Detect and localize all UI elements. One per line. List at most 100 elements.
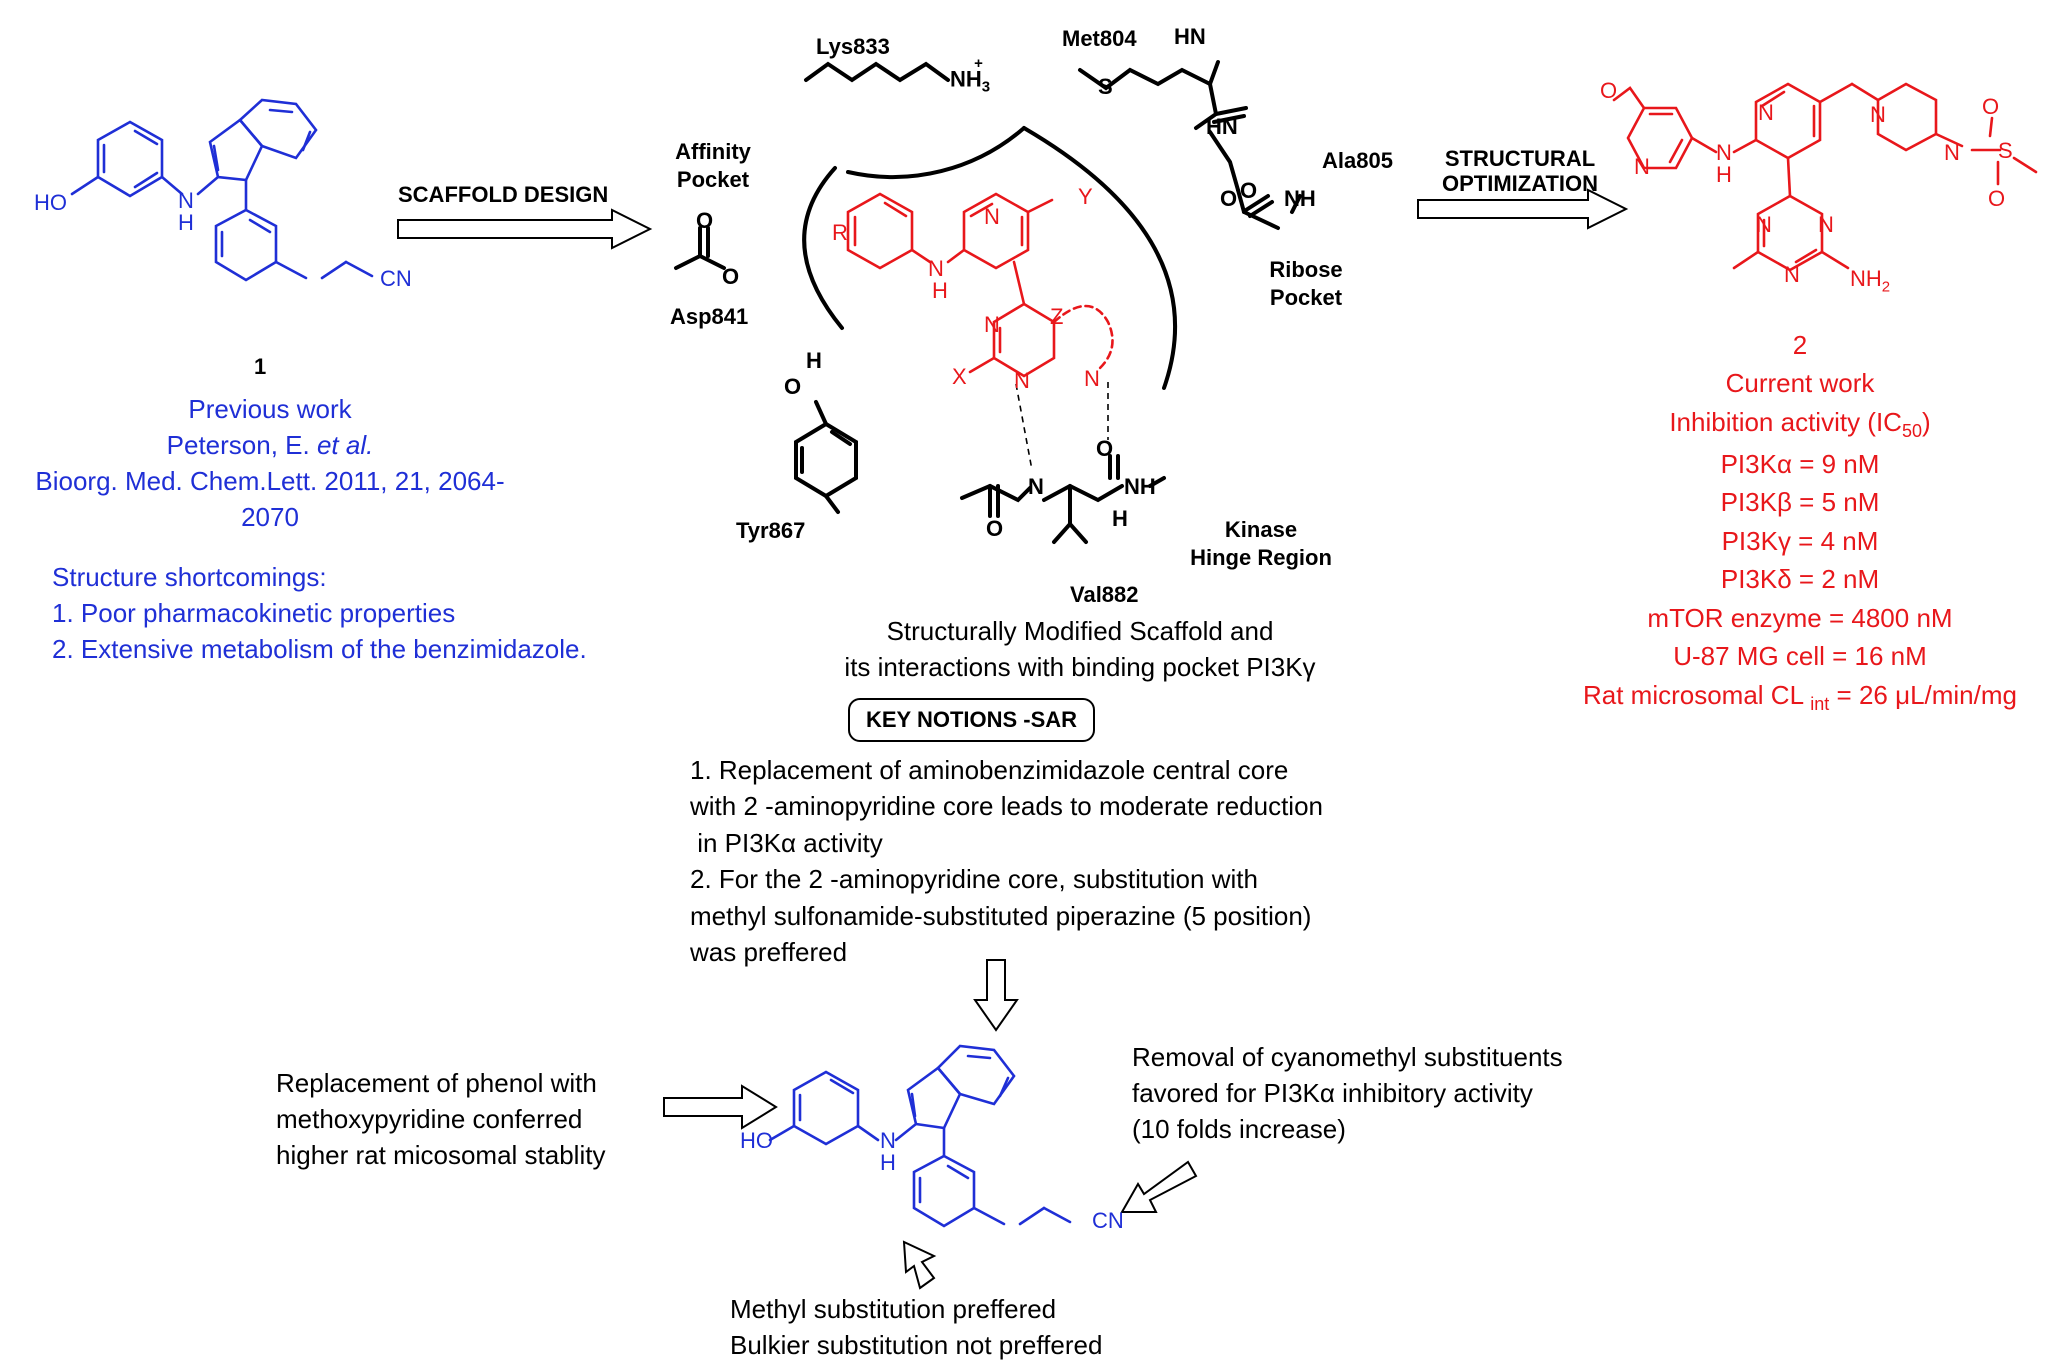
reference-journal: Bioorg. Med. Chem.Lett. 2011, 21, 2064-: [35, 466, 505, 496]
phenol-note-line: Replacement of phenol with: [276, 1068, 597, 1098]
structural-optimization-line1: STRUCTURAL: [1444, 146, 1596, 171]
bottom-ho-label: HO: [740, 1128, 773, 1153]
current-work-label: Current work: [1725, 368, 1875, 399]
activity-title-end: ): [1922, 406, 1931, 437]
compound-2-o-label: O: [1600, 78, 1618, 103]
affinity-pocket-line2: Pocket: [676, 167, 750, 193]
structural-optimization-label: STRUCTURAL OPTIMIZATION: [1420, 146, 1620, 197]
residue-val882: Val882: [1070, 582, 1139, 607]
shortcomings-block: Structure shortcomings: 1. Poor pharmaco…: [52, 560, 587, 668]
phenol-note-line: higher rat micosomal stablity: [276, 1139, 606, 1170]
compound-1-nh-label: N: [178, 188, 194, 213]
met-o-label: O: [1240, 178, 1258, 203]
activity-title-text: Inhibition activity (IC: [1669, 406, 1902, 437]
activity-title: Inhibition activity (IC50): [1540, 403, 2048, 445]
reference-pages: 2070: [241, 502, 299, 532]
cyanomethyl-note: Removal of cyanomethyl substituents favo…: [1132, 1040, 1563, 1148]
scaffold-design-arrow: [397, 208, 653, 250]
methyl-note-line: Bulkier substitution not preffered: [730, 1329, 1103, 1360]
phenol-note-line: methoxypyridine conferred: [276, 1103, 583, 1134]
binding-pocket-structure: [674, 60, 1302, 544]
ala-h-text: H: [1299, 186, 1316, 211]
scaffold-z-label: Z: [1050, 304, 1064, 329]
residue-asp841: Asp841: [670, 304, 749, 329]
phenol-note: Replacement of phenol with methoxypyridi…: [276, 1066, 605, 1174]
activity-value: PI3Kβ = 5 nM: [1720, 487, 1880, 518]
activity-value: PI3Kα = 9 nM: [1720, 448, 1880, 479]
compound-2-structure: [1612, 82, 2038, 272]
shortcoming-item: 2. Extensive metabolism of the benzimida…: [52, 633, 587, 664]
affinity-pocket-line1: Affinity: [675, 139, 751, 164]
residue-met804: Met804: [1062, 26, 1137, 51]
down-arrow: [973, 959, 1019, 1032]
methyl-note-line: Methyl substitution preffered: [730, 1294, 1057, 1324]
cyanomethyl-note-line: favored for PI3Kα inhibitory activity: [1132, 1077, 1533, 1108]
val-n2-text: N: [1124, 474, 1140, 499]
bottom-h-label: H: [880, 1150, 896, 1175]
compound-2-s-label: S: [1998, 138, 2013, 163]
compound-1-ho-label: HO: [34, 190, 67, 215]
ribose-pocket-line2: Pocket: [1269, 285, 1343, 311]
scaffold-nh-label: N: [928, 256, 944, 281]
sar-note-line: with 2 -aminopyridine core leads to mode…: [690, 791, 1324, 822]
compound-2-so2-label: O: [1988, 186, 2006, 211]
compound-2-pip-n2-label: N: [1944, 140, 1960, 165]
previous-work-label: Previous work: [188, 394, 352, 424]
activity-value: PI3Kγ = 4 nM: [1721, 525, 1879, 556]
cyanomethyl-note-arrow: [1120, 1160, 1198, 1213]
shortcomings-title: Structure shortcomings:: [52, 562, 327, 592]
reference-etal: et al.: [316, 430, 374, 460]
compound-2-pip-n1-label: N: [1870, 102, 1886, 127]
compound-1-cn-label: CN: [380, 266, 412, 291]
binding-caption: Structurally Modified Scaffold and its i…: [740, 614, 1420, 686]
reference-author: Peterson, E.: [166, 430, 310, 460]
sar-note-line: methyl sulfonamide-substituted piperazin…: [690, 900, 1312, 931]
compound-2-tri-n2-label: N: [1818, 212, 1834, 237]
scaffold-core-structure: [846, 192, 1114, 378]
activity-value: mTOR enzyme = 4800 nM: [1647, 602, 1953, 633]
binding-caption-line1: Structurally Modified Scaffold and: [886, 616, 1274, 646]
methyl-note: Methyl substitution preffered Bulkier su…: [730, 1292, 1102, 1364]
cyanomethyl-note-line: Removal of cyanomethyl substituents: [1132, 1042, 1563, 1072]
sar-note-line: 1. Replacement of aminobenzimidazole cen…: [690, 755, 1289, 785]
scaffold-pyridine-n-label: N: [984, 204, 1000, 229]
scaffold-r-label: R: [832, 220, 848, 245]
sar-note-line: in PI3Kα activity: [690, 827, 883, 858]
clearance-value: Rat microsomal CL int = 26 μL/min/mg: [1540, 676, 2048, 718]
compound-1-h-label: H: [178, 210, 194, 235]
compound-2-pyridine-n-label: N: [1634, 154, 1650, 179]
clearance-sub: int: [1810, 693, 1830, 714]
activity-title-sub: 50: [1901, 421, 1922, 442]
scaffold-n1-label: N: [1014, 368, 1030, 393]
val-o2-label: O: [986, 516, 1004, 541]
sar-note-line: 2. For the 2 -aminopyridine core, substi…: [690, 864, 1258, 895]
sar-notes: 1. Replacement of aminobenzimidazole cen…: [690, 752, 1323, 970]
ala-n-text: N: [1284, 186, 1300, 211]
compound-2-nh2-text: NH: [1850, 266, 1882, 291]
ribose-pocket-line1: Ribose: [1269, 257, 1343, 282]
tyr-o-label: O: [784, 374, 802, 399]
cyanomethyl-note-line: (10 folds increase): [1132, 1113, 1346, 1144]
scaffold-ring-n-label: N: [984, 312, 1000, 337]
met-s-label: S: [1098, 74, 1113, 99]
scaffold-n2-label: N: [1084, 366, 1100, 391]
ribose-pocket-label: Ribose Pocket: [1256, 256, 1356, 312]
compound-2-caption: 2 Current work Inhibition activity (IC50…: [1540, 326, 2048, 717]
val-h2-label: H: [1112, 506, 1128, 531]
methyl-note-arrow: [902, 1240, 937, 1290]
compound-1-structure: [70, 98, 374, 282]
compound-1-caption: Previous work Peterson, E. et al. Bioorg…: [0, 396, 540, 530]
clearance-prefix: Rat microsomal CL: [1582, 679, 1811, 710]
compound-1-number: 1: [254, 354, 267, 379]
compound-2-nh-h-label: H: [1716, 162, 1732, 187]
val-o-label: O: [1096, 436, 1114, 461]
activity-value: PI3Kδ = 2 nM: [1720, 564, 1880, 595]
hinge-line1: Kinase: [1224, 517, 1298, 542]
activity-value: U-87 MG cell = 16 nM: [1673, 641, 1927, 672]
val-nh-label: NH: [1124, 476, 1156, 498]
met-hn-label: HN: [1174, 24, 1206, 49]
structural-optimization-arrow: [1417, 188, 1629, 230]
compound-2-tri-n3-label: N: [1784, 262, 1800, 287]
